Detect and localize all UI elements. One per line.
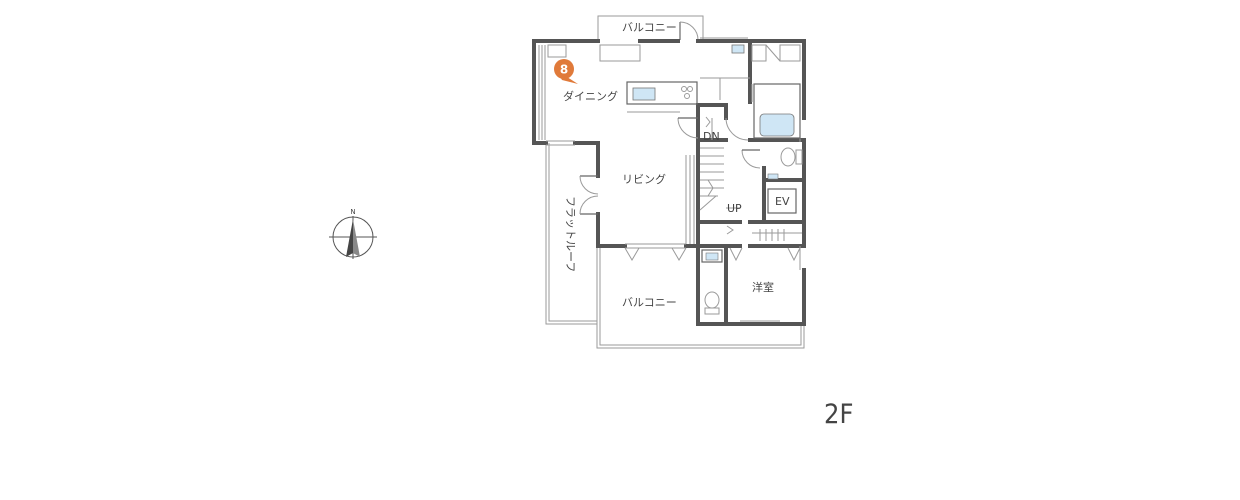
western-room: 洋室 (729, 229, 802, 294)
flat-roof-label: フラットルーフ (564, 196, 577, 272)
ev-label: EV (775, 195, 790, 208)
compass-north-label: N (350, 208, 355, 216)
dn-label: DN (703, 130, 720, 143)
photo-marker[interactable]: 8 (554, 59, 578, 84)
balcony-bottom: バルコニー (596, 246, 805, 349)
western-room-label: 洋室 (752, 280, 774, 294)
flat-roof: フラットルーフ (545, 143, 597, 325)
balcony-bottom-label: バルコニー (622, 296, 677, 309)
compass: N (329, 208, 377, 259)
lower-toilet (701, 249, 723, 315)
living-label: リビング (622, 172, 666, 186)
walls (532, 39, 806, 326)
balcony-top: バルコニー (597, 15, 704, 41)
stairs: DN UP (677, 116, 749, 235)
balcony-top-label: バルコニー (622, 21, 677, 34)
photo-marker-number: 8 (560, 63, 568, 77)
wet-area: EV (741, 44, 803, 214)
living-area: リビング (579, 172, 687, 261)
floor-label: 2F (824, 399, 853, 430)
dining-label: ダイニング (563, 89, 618, 103)
dining-area: ダイニング (547, 44, 750, 113)
windows (538, 37, 801, 322)
up-label: UP (727, 202, 742, 215)
